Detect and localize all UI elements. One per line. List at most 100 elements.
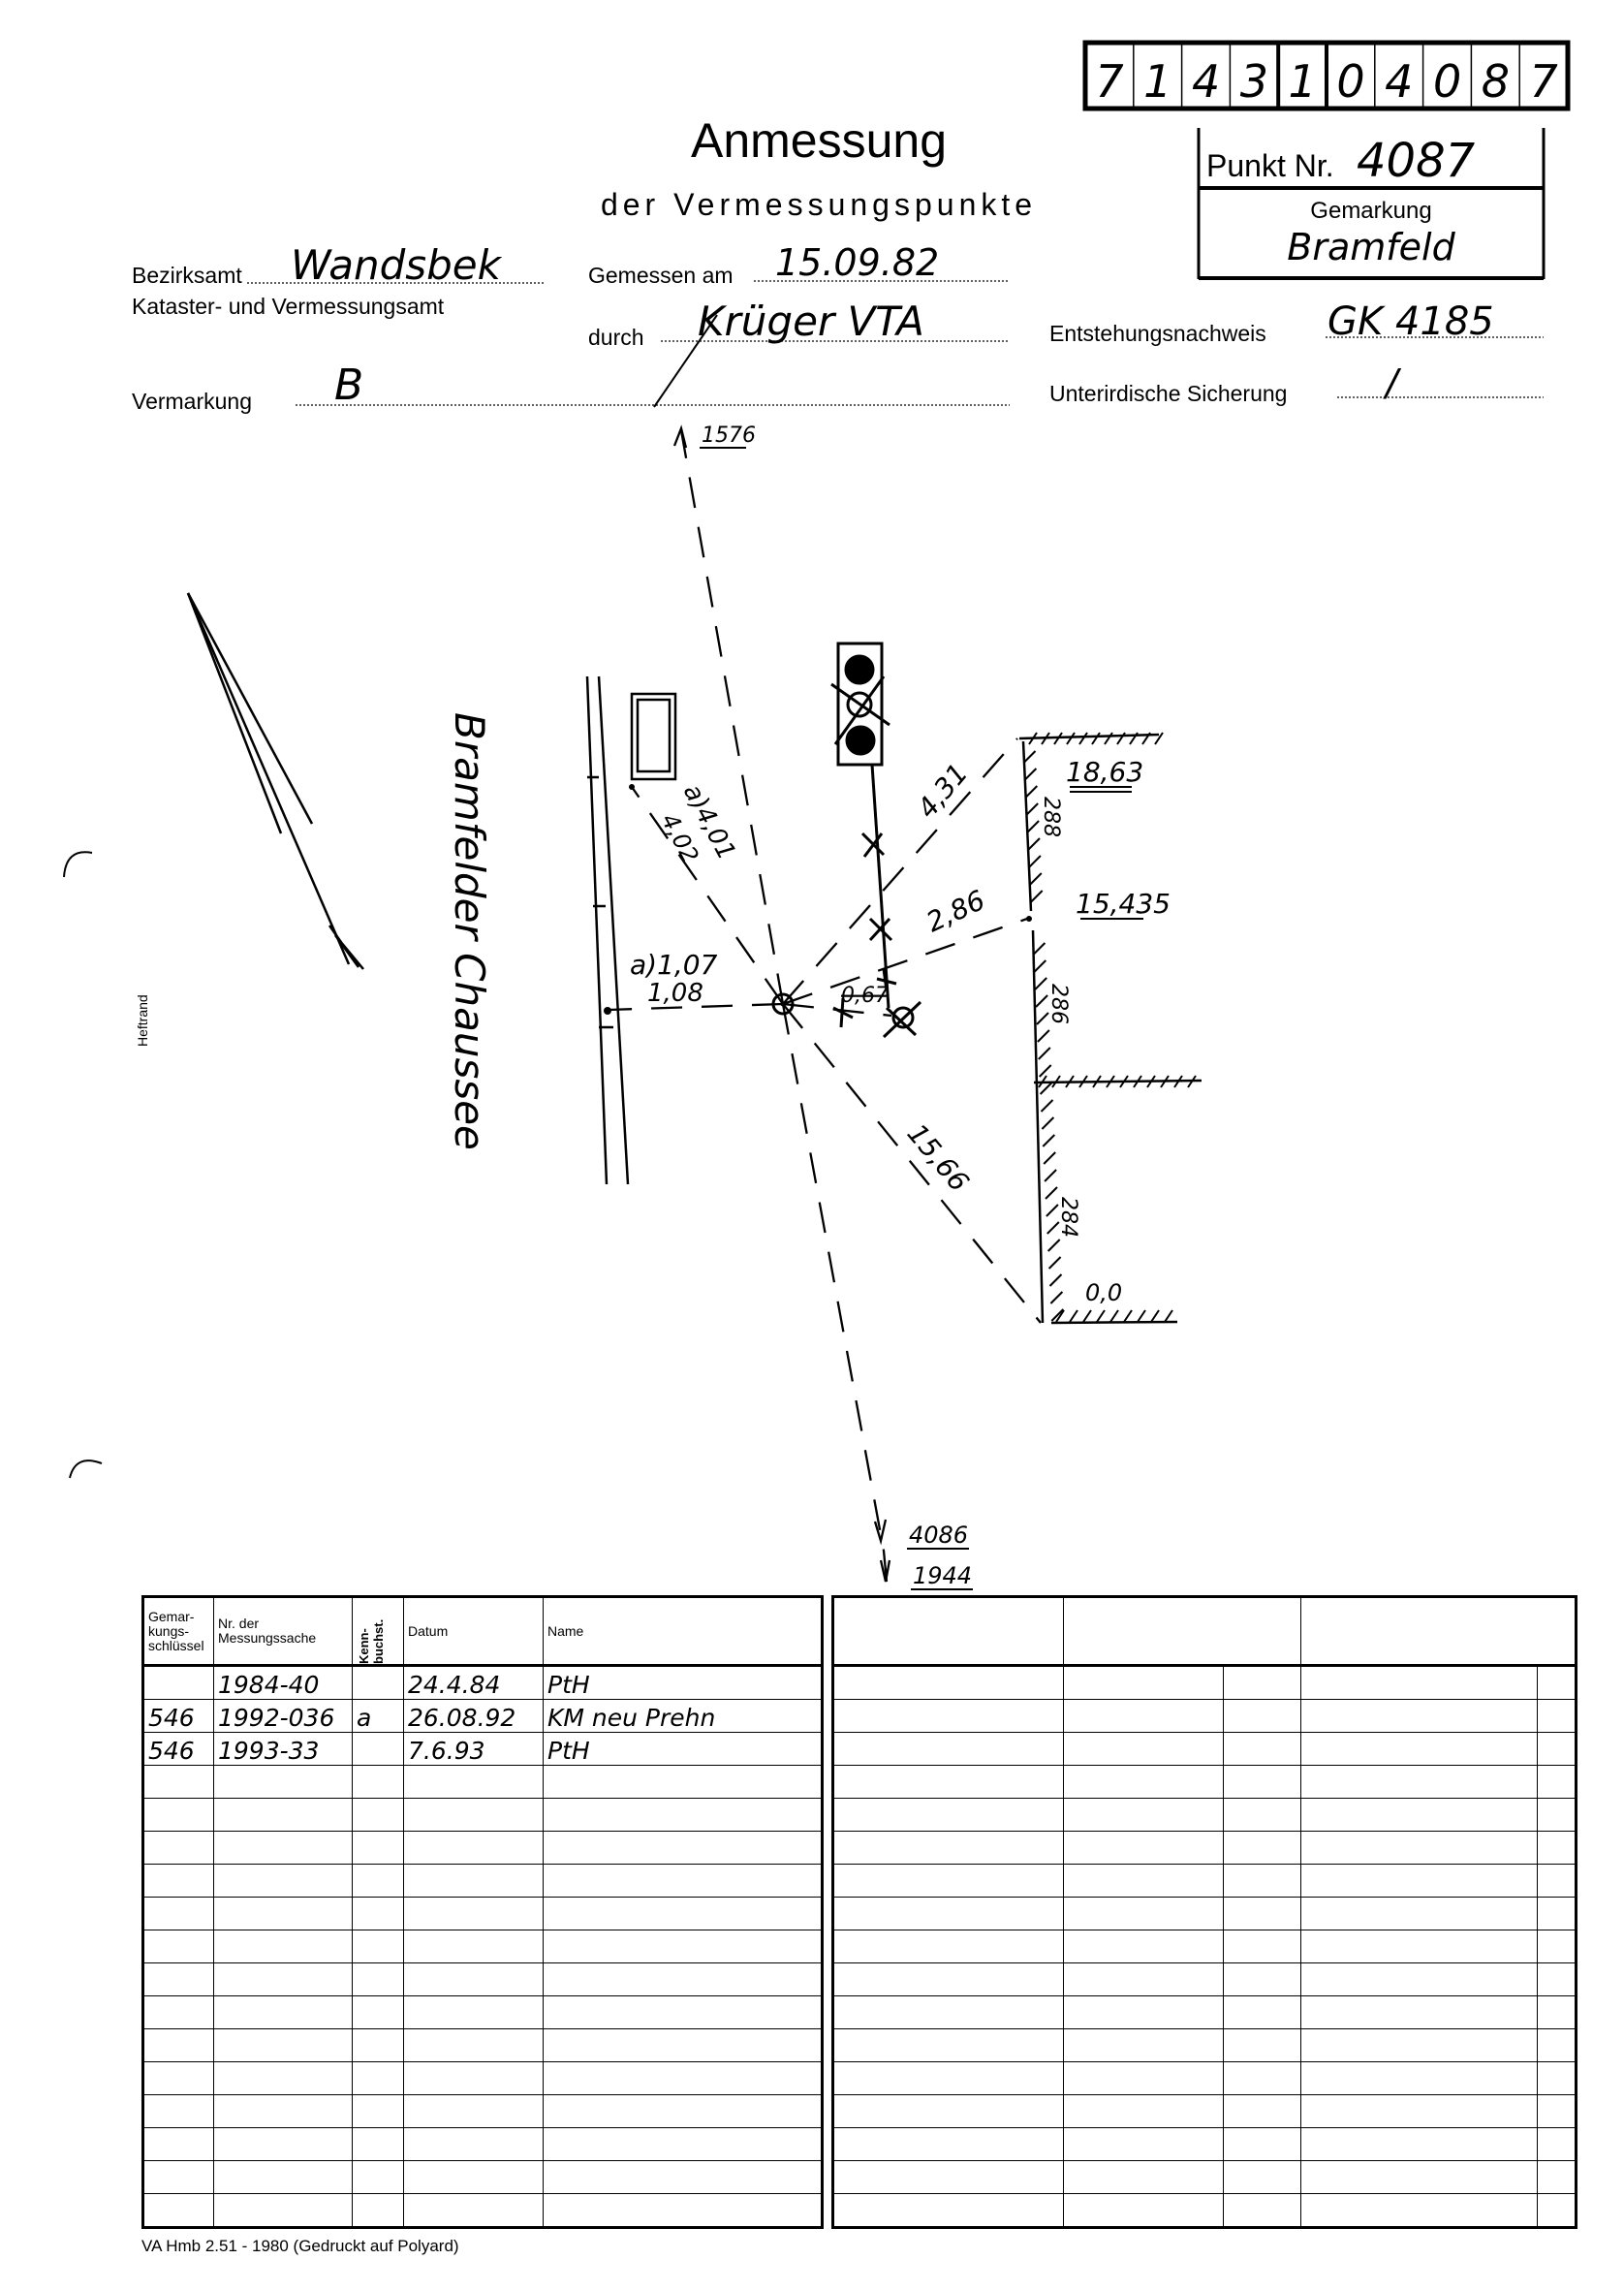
table-cell	[403, 1798, 544, 1832]
table-cell	[352, 1995, 404, 2029]
table-row	[832, 1732, 1577, 1766]
table-cell	[352, 1864, 404, 1898]
table-cell	[213, 2127, 353, 2161]
table-cell	[1223, 1798, 1301, 1832]
col-header-kenn: Kenn-buchst.	[357, 1618, 386, 1664]
table-cell	[213, 1995, 353, 2029]
code-digit: 4	[1192, 55, 1220, 108]
dist-corner-top: 4,31	[911, 758, 974, 825]
table-cell	[352, 2193, 404, 2228]
table-cell	[213, 1897, 353, 1930]
table-row	[832, 2028, 1577, 2062]
table-row	[142, 2061, 823, 2095]
gemessen-value: 15.09.82	[775, 241, 939, 284]
table-cell	[213, 2061, 353, 2095]
table-cell	[543, 1798, 823, 1832]
table-cell	[1537, 1732, 1577, 1766]
wall-point	[1026, 916, 1032, 922]
table-cell	[543, 2160, 823, 2194]
table-cell	[1063, 2028, 1224, 2062]
table-cell	[352, 1732, 404, 1766]
table-cell	[832, 1864, 1064, 1898]
table-cell	[142, 1962, 214, 1996]
entstehung-label: Entstehungsnachweis	[1049, 321, 1266, 346]
table-cell	[1537, 2028, 1577, 2062]
table-cell	[1300, 1798, 1538, 1832]
arrows	[672, 424, 891, 1583]
table-row	[832, 1765, 1577, 1799]
table-cell	[1063, 1962, 1224, 1996]
vermarkung-value: B	[334, 361, 363, 410]
table-header-row	[832, 1596, 1577, 1667]
table-cell	[1223, 1765, 1301, 1799]
table-cell	[1300, 2028, 1538, 2062]
measurement-lines	[608, 429, 1042, 1552]
table-cell	[1063, 2094, 1224, 2128]
table-cell	[1537, 2061, 1577, 2095]
table-cell	[352, 2094, 404, 2128]
table-cell	[213, 2094, 353, 2128]
punkt-box: Punkt Nr. 4087 Gemarkung Bramfeld	[1197, 128, 1546, 280]
table-cell	[213, 1798, 353, 1832]
table-cell	[1063, 1897, 1224, 1930]
table-cell: a	[352, 1699, 404, 1733]
table-cell	[213, 1765, 353, 1799]
table-cell	[403, 1864, 544, 1898]
table-cell	[1063, 1699, 1224, 1733]
table-cell	[352, 2028, 404, 2062]
table-cell: 7.6.93	[403, 1732, 544, 1766]
table-cell	[213, 1864, 353, 1898]
point-south-label-2: 1944	[913, 1562, 972, 1589]
table-cell	[403, 2094, 544, 2128]
table-cell	[1300, 1864, 1538, 1898]
table-cell	[352, 1962, 404, 1996]
table-cell	[1063, 1995, 1224, 2029]
table-cell	[352, 2061, 404, 2095]
point-north-label: 1576	[702, 424, 756, 448]
table-cell	[1063, 1831, 1224, 1865]
bezirksamt-label: Bezirksamt	[132, 263, 242, 288]
col-header-datum: Datum	[403, 1596, 544, 1667]
table-cell: 1992-036	[213, 1699, 353, 1733]
table-cell	[403, 2193, 544, 2228]
code-digit: 8	[1482, 55, 1510, 108]
table-cell: PtH	[543, 1665, 823, 1700]
table-cell	[543, 1864, 823, 1898]
street-name: Bramfelder Chaussee	[446, 712, 493, 1150]
table-cell	[1300, 2061, 1538, 2095]
dist-street: 1,08	[647, 979, 703, 1008]
table-cell	[1537, 1798, 1577, 1832]
table-cell	[543, 2193, 823, 2228]
code-digit: 7	[1095, 55, 1123, 108]
table-cell	[403, 1765, 544, 1799]
table-cell	[403, 2061, 544, 2095]
form-title: Anmessung	[691, 113, 947, 168]
table-cell	[1223, 1995, 1301, 2029]
table-cell	[1063, 1864, 1224, 1898]
table-cell	[1537, 2127, 1577, 2161]
table-row	[142, 1897, 823, 1930]
table-cell	[1537, 2160, 1577, 2194]
table-cell	[1537, 1897, 1577, 1930]
form-fields	[247, 280, 1544, 406]
table-cell	[142, 1897, 214, 1930]
table-cell	[142, 1665, 214, 1700]
table-cell	[832, 2028, 1064, 2062]
blank-table	[831, 1595, 1577, 2229]
punkt-value: 4087	[1357, 134, 1476, 188]
table-row	[832, 2061, 1577, 2095]
table-cell	[832, 2160, 1064, 2194]
history-table: Gemar-kungs-schlüssel Nr. der Messungssa…	[141, 1595, 824, 2229]
table-cell	[1063, 2160, 1224, 2194]
table-cell	[1300, 1962, 1538, 1996]
table-cell	[832, 1665, 1064, 1700]
table-cell: 546	[142, 1732, 214, 1766]
table-cell	[403, 2028, 544, 2062]
table-cell	[1063, 1765, 1224, 1799]
blank-header	[1300, 1596, 1577, 1667]
table-cell	[403, 2160, 544, 2194]
gemarkung-value: Bramfeld	[1287, 226, 1455, 268]
table-cell	[1223, 1897, 1301, 1930]
